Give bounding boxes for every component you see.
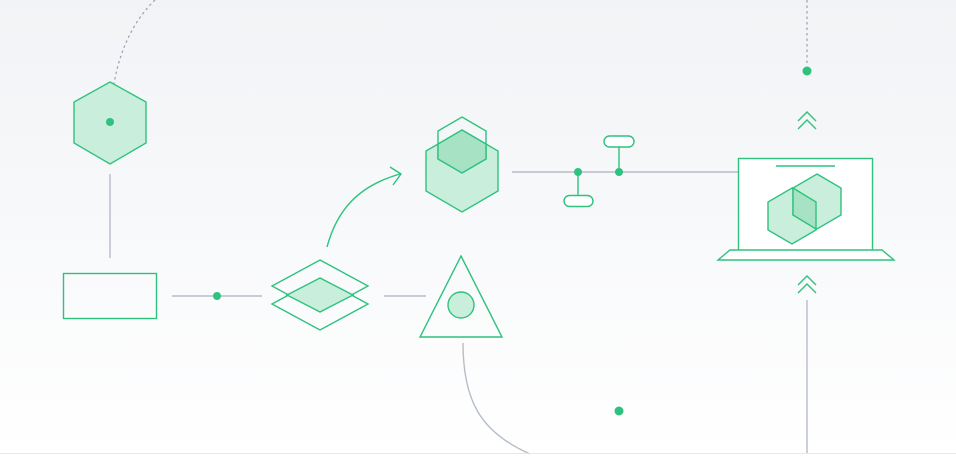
arrowhead-icon bbox=[389, 166, 403, 186]
pill-icon bbox=[563, 194, 594, 208]
laptop-cube-overlap bbox=[792, 186, 817, 231]
layers-icon-overlap bbox=[285, 277, 355, 313]
connector-triangle-to-bottom bbox=[462, 342, 531, 455]
stacked-hexagons-node[interactable] bbox=[425, 116, 499, 213]
connector-tap-bottom bbox=[563, 168, 594, 208]
laptop-node[interactable] bbox=[716, 157, 896, 261]
dotted-connector-top-left bbox=[109, 0, 156, 123]
connector-dot-rectangle-diamonds bbox=[213, 292, 221, 300]
stacked-diamonds-node[interactable] bbox=[270, 259, 370, 331]
laptop-base bbox=[716, 249, 896, 261]
connector-dot-top-right bbox=[802, 66, 812, 76]
curved-arrow-diamonds-to-hexagons bbox=[326, 173, 401, 248]
stacked-hexagons-overlap bbox=[437, 129, 487, 174]
chevron-up-icon-lower bbox=[797, 275, 817, 294]
rectangle-node[interactable] bbox=[62, 272, 158, 320]
triangle-node[interactable] bbox=[418, 254, 504, 338]
triangle-circle-icon bbox=[418, 254, 504, 338]
bottom-divider bbox=[0, 453, 956, 454]
connector-tap-top bbox=[603, 135, 635, 176]
triangle-inner-circle bbox=[447, 291, 475, 319]
hexagon-node[interactable] bbox=[73, 81, 147, 165]
pill-icon bbox=[603, 135, 635, 148]
hexagon-node-dot bbox=[106, 118, 114, 126]
chevron-up-icon bbox=[797, 111, 817, 130]
floating-dot bbox=[614, 406, 624, 416]
